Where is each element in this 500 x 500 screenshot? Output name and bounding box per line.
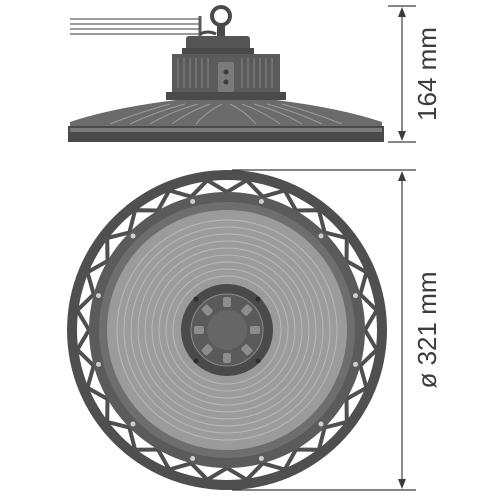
side-view	[68, 5, 384, 142]
cable-wires	[70, 16, 202, 37]
rim-screws	[96, 199, 358, 461]
connector-plate	[218, 62, 234, 92]
lens-rings	[116, 219, 338, 441]
diameter-label: ø 321 mm	[412, 271, 442, 388]
height-label: 164 mm	[412, 27, 442, 121]
heat-sink-fins	[109, 103, 343, 125]
heat-sink-dome	[70, 100, 382, 126]
height-dimension	[388, 5, 416, 143]
diameter-dimension	[232, 169, 416, 491]
hanging-ring	[199, 5, 232, 36]
hub-slots	[194, 297, 260, 363]
bottom-view	[67, 170, 387, 490]
housing-ribs	[177, 58, 273, 88]
